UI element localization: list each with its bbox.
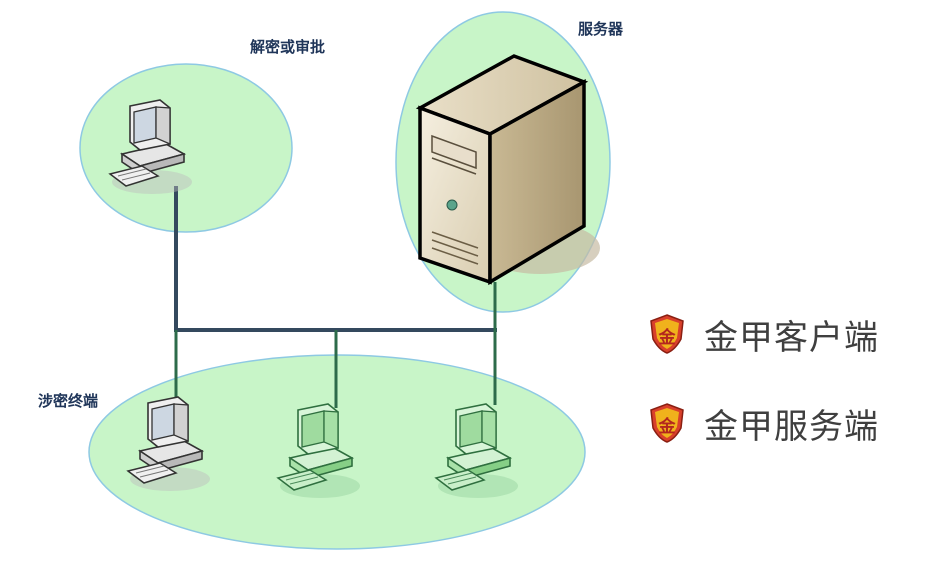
legend-client: 金 金甲客户端: [648, 312, 879, 358]
shield-badge-icon: 金: [650, 314, 684, 354]
approver-label: 解密或审批: [250, 38, 325, 56]
terminals-label: 涉密终端: [38, 392, 98, 410]
legend-client-label: 金甲客户端: [704, 317, 879, 358]
approver-zone: [79, 63, 293, 233]
server-label: 服务器: [578, 20, 624, 38]
svg-text:金: 金: [658, 416, 677, 437]
network-links: [174, 186, 497, 408]
legend-server-label: 金甲服务端: [704, 406, 879, 447]
shield-badge-icon: 金: [650, 403, 684, 443]
svg-text:金: 金: [658, 327, 677, 348]
legend-server: 金 金甲服务端: [648, 401, 879, 447]
server-tower-icon: [415, 54, 600, 286]
